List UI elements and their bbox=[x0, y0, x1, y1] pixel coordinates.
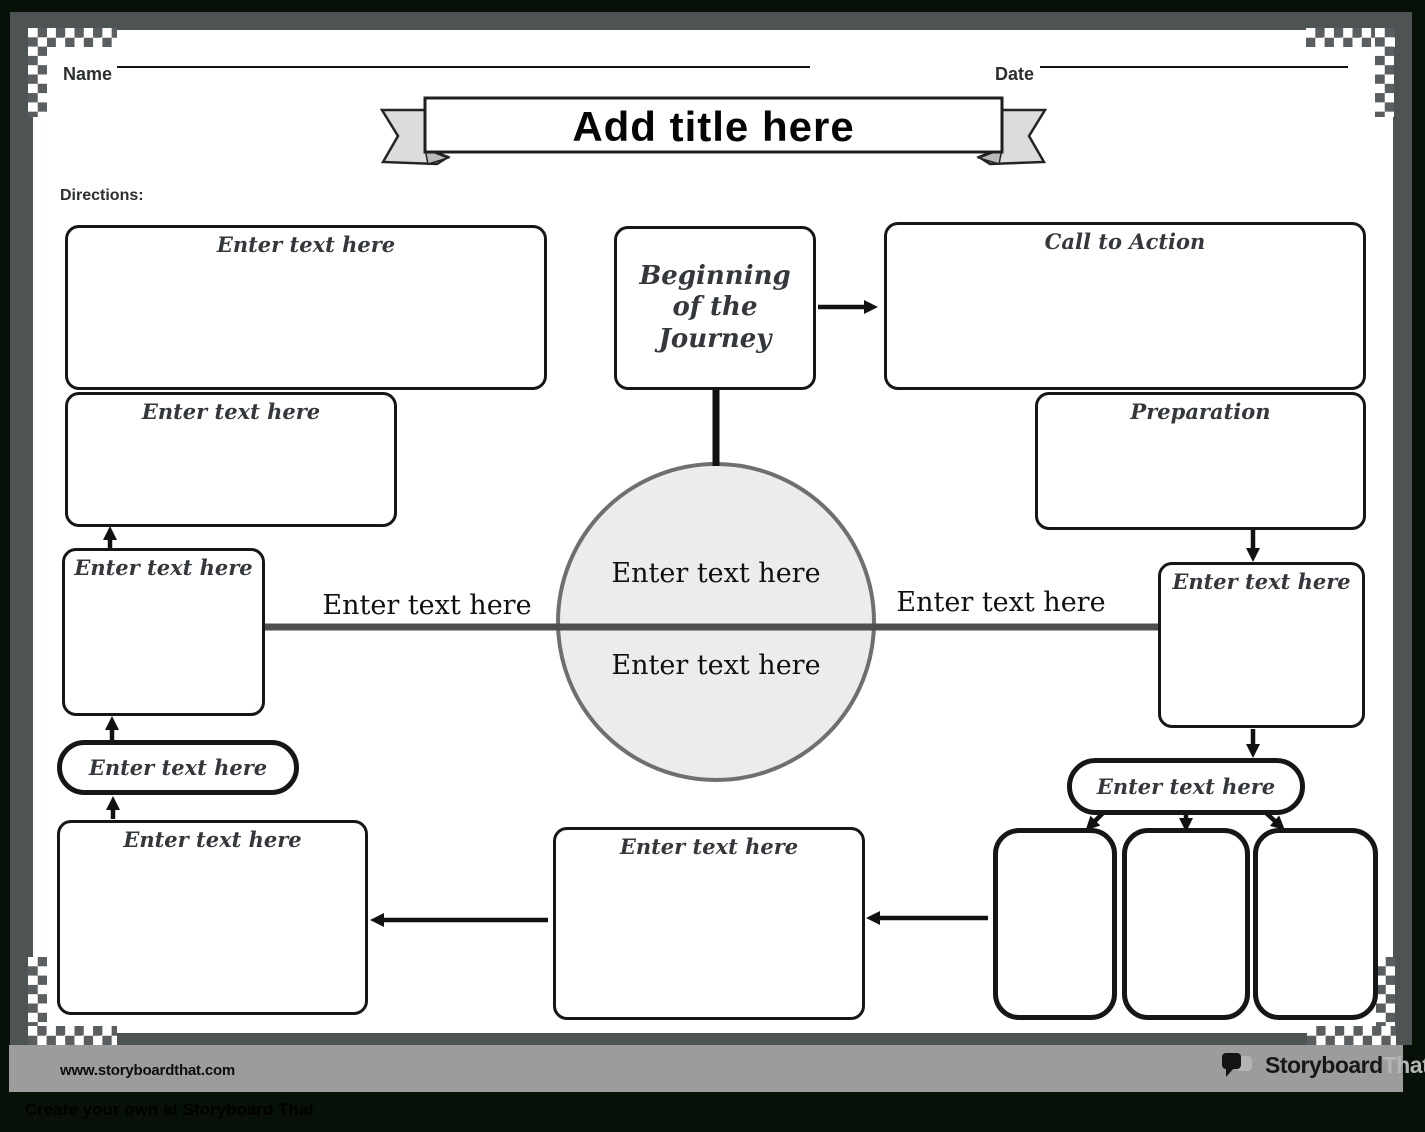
right-small-text-box[interactable]: Enter text here bbox=[1158, 562, 1365, 728]
bottom-center-text-box[interactable]: Enter text here bbox=[553, 827, 865, 1020]
date-label: Date bbox=[995, 64, 1035, 84]
bottom-left-text-box-label[interactable]: Enter text here bbox=[123, 827, 302, 852]
checker-top-right-horizontal bbox=[1306, 28, 1395, 47]
logo-text-primary: Storyboard bbox=[1265, 1052, 1383, 1078]
checker-bottom-left-horizontal bbox=[28, 1026, 117, 1045]
date-input-line[interactable] bbox=[1040, 66, 1348, 68]
preparation-box[interactable]: Preparation bbox=[1035, 392, 1366, 530]
right-pill-text-box[interactable]: Enter text here bbox=[1067, 758, 1305, 815]
worksheet-title[interactable]: Add title here bbox=[572, 103, 855, 150]
column-box-1[interactable] bbox=[993, 828, 1117, 1020]
preparation-label: Preparation bbox=[1130, 399, 1271, 424]
name-label: Name bbox=[63, 64, 113, 84]
checker-top-left-vertical bbox=[28, 28, 47, 117]
circle-top-text[interactable]: Enter text here bbox=[611, 558, 821, 589]
storyboardthat-logo: StoryboardThat bbox=[1222, 1052, 1425, 1079]
central-circle bbox=[556, 462, 876, 782]
left-small-text-box[interactable]: Enter text here bbox=[62, 548, 265, 716]
timeline-right-label[interactable]: Enter text here bbox=[896, 587, 1106, 618]
call-to-action-label: Call to Action bbox=[1044, 229, 1206, 254]
column-box-2[interactable] bbox=[1122, 828, 1250, 1020]
checker-top-left-horizontal bbox=[28, 28, 117, 47]
checker-bottom-left-vertical bbox=[28, 957, 47, 1045]
logo-text: StoryboardThat bbox=[1265, 1052, 1425, 1079]
checker-bottom-right-horizontal bbox=[1307, 1026, 1396, 1045]
left-pill-text-box[interactable]: Enter text here bbox=[57, 740, 299, 795]
column-box-3[interactable] bbox=[1253, 828, 1378, 1020]
top-left-text-box-label[interactable]: Enter text here bbox=[216, 232, 396, 257]
footer-tagline: Create your own at Storyboard That bbox=[25, 1100, 315, 1119]
speech-bubbles-icon bbox=[1222, 1052, 1252, 1077]
call-to-action-box[interactable]: Call to Action bbox=[884, 222, 1366, 390]
footer-bar: www.storyboardthat.com StoryboardThat bbox=[9, 1045, 1425, 1092]
left-small-text-box-label[interactable]: Enter text here bbox=[74, 555, 253, 580]
left-second-text-box[interactable]: Enter text here bbox=[65, 392, 397, 527]
banner-band bbox=[423, 96, 1004, 154]
website-url: www.storyboardthat.com bbox=[60, 1062, 236, 1079]
logo-text-secondary: That bbox=[1382, 1052, 1425, 1078]
bottom-center-text-box-label[interactable]: Enter text here bbox=[619, 834, 799, 859]
beginning-of-journey-box[interactable]: Beginning of the Journey bbox=[614, 226, 816, 390]
bottom-left-text-box[interactable]: Enter text here bbox=[57, 820, 368, 1015]
checker-top-right-vertical bbox=[1375, 28, 1394, 117]
checker-bottom-right-vertical bbox=[1376, 957, 1395, 1045]
right-small-text-box-label[interactable]: Enter text here bbox=[1172, 569, 1351, 594]
name-input-line[interactable] bbox=[117, 66, 810, 68]
circle-bottom-text[interactable]: Enter text here bbox=[611, 650, 821, 681]
left-second-text-box-label[interactable]: Enter text here bbox=[141, 399, 321, 424]
directions-label: Directions: bbox=[60, 187, 144, 204]
top-left-text-box[interactable]: Enter text here bbox=[65, 225, 547, 390]
timeline-left-label[interactable]: Enter text here bbox=[322, 590, 532, 621]
